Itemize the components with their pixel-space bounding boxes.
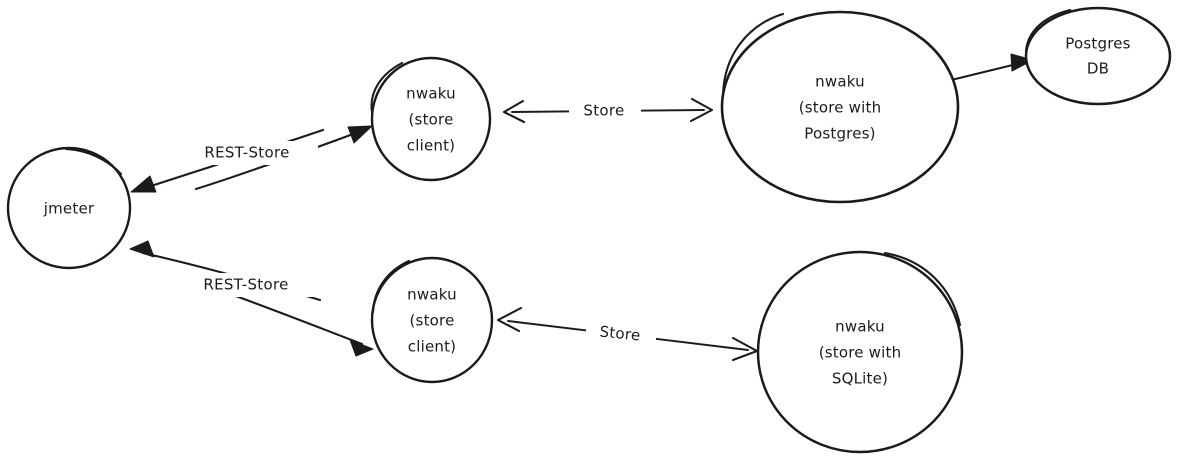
node-store-postgres-label-line-2: (store with (799, 99, 882, 117)
node-store-client-bottom-shape (370, 256, 494, 384)
edge-rest-store-top[interactable]: REST-Store (130, 125, 373, 193)
node-store-client-top-label-line-3: client) (407, 137, 455, 155)
node-postgres-db-label-line-1: Postgres (1065, 35, 1130, 53)
node-jmeter-label-line-1: jmeter (43, 200, 95, 218)
arrow-head-to-jmeter-bottom (129, 240, 155, 258)
node-store-client-top[interactable]: nwaku (store client) (370, 56, 492, 182)
arrow-head-store-top-left (502, 99, 526, 124)
node-postgres-db-sketch-stroke (1024, 8, 1072, 54)
node-store-client-top-shape (370, 56, 492, 182)
edge-label-bg-store-top (569, 100, 641, 122)
node-store-client-bottom[interactable]: nwaku (store client) (370, 256, 494, 384)
node-jmeter-shape (6, 146, 132, 270)
edge-label-bg-rest-store-top (178, 141, 318, 165)
arrow-head-store-bottom-left (496, 306, 523, 333)
edge-label-store-bottom: Store (599, 322, 642, 344)
node-store-postgres-label-line-1: nwaku (815, 73, 865, 91)
node-postgres-db-shape (1024, 6, 1172, 106)
edge-label-rest-store-bottom: REST-Store (203, 276, 288, 294)
node-store-client-top-label-line-2: (store (409, 111, 454, 129)
node-store-sqlite-sketch-stroke (883, 251, 962, 327)
node-jmeter[interactable]: jmeter (6, 146, 132, 270)
node-store-client-bottom-label-line-2: (store (410, 312, 455, 330)
node-store-sqlite-shape (756, 250, 964, 454)
node-store-sqlite-label-line-3: SQLite) (832, 370, 888, 388)
arrow-head-to-store-client-top (347, 125, 373, 144)
node-store-client-top-label-line-1: nwaku (406, 85, 456, 103)
node-jmeter-sketch-stroke (64, 147, 123, 176)
node-postgres-db[interactable]: Postgres DB (1024, 6, 1172, 106)
edge-store-top[interactable]: Store (502, 97, 714, 124)
arrow-head-store-top-right (689, 97, 714, 123)
node-store-client-bottom-label-line-1: nwaku (407, 286, 457, 304)
node-store-postgres[interactable]: nwaku (store with Postgres) (720, 10, 960, 204)
node-postgres-db-label-line-2: DB (1087, 60, 1109, 78)
edge-rest-store-bottom[interactable]: REST-Store (129, 240, 374, 357)
edge-label-rest-store-top: REST-Store (204, 144, 289, 162)
node-store-sqlite[interactable]: nwaku (store with SQLite) (756, 250, 964, 454)
node-store-postgres-shape (720, 10, 960, 204)
arrow-head-to-store-client-bottom (349, 339, 374, 357)
node-store-postgres-sketch-stroke (721, 12, 785, 97)
node-store-sqlite-label-line-2: (store with (819, 344, 902, 362)
edge-store-bottom[interactable]: Store (496, 306, 759, 362)
arrow-head-to-postgres-db (1010, 53, 1034, 72)
edge-label-store-top: Store (583, 102, 624, 120)
edge-label-bg-rest-store-bottom (177, 273, 317, 297)
node-store-sqlite-label-line-1: nwaku (835, 318, 885, 336)
node-store-client-top-sketch-stroke (370, 61, 404, 114)
node-store-postgres-label-line-3: Postgres) (804, 125, 875, 143)
node-store-client-bottom-label-line-3: client) (408, 338, 456, 356)
arrow-head-to-jmeter-top (130, 175, 157, 193)
edge-label-bg-store-bottom (586, 322, 656, 344)
node-store-client-bottom-sketch-stroke (371, 259, 411, 314)
